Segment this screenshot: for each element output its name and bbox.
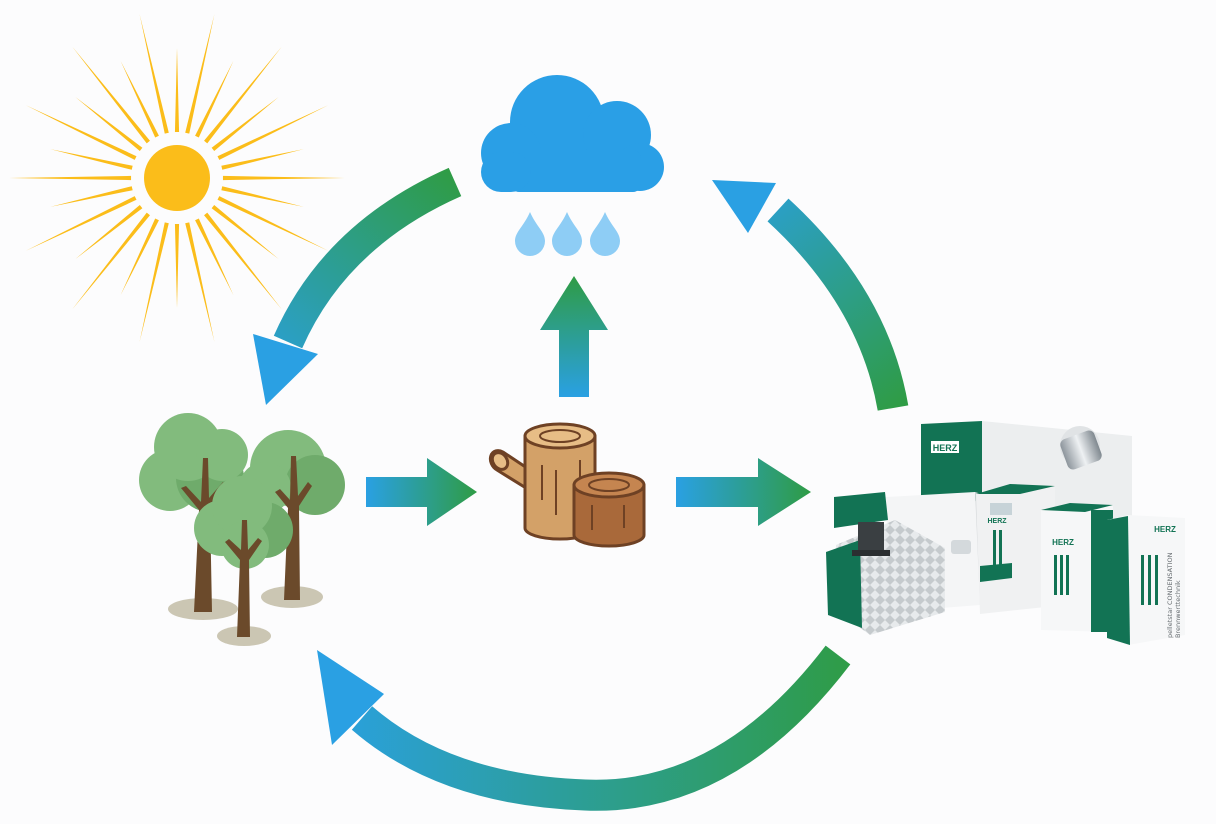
sun-ray [9,175,132,181]
sun-ray [120,218,159,296]
biomass-boilers-image: HERZ HERZ HERZ HERZ pelletstar CON [826,421,1185,645]
arrow-boilers-to-trees [317,645,851,811]
sun-ray [50,149,133,170]
sun-ray [195,60,234,138]
sun-ray [217,196,329,251]
sun-ray [174,48,180,133]
herz-logo-3: HERZ [1052,538,1074,547]
sun-ray [222,175,345,181]
sun-ray [72,46,150,144]
sun-icon [9,14,345,342]
sun-ray [174,223,180,308]
sun-ray [204,46,282,144]
sun-ray [50,186,133,207]
sun-ray [221,186,304,207]
sun-ray [221,149,304,170]
boiler-label-line1: pelletstar CONDENSATION [1166,552,1174,638]
sun-ray [185,14,215,134]
sun-ray [120,60,159,138]
wood-logs-icon [488,422,646,548]
herz-logo: HERZ [933,443,958,453]
sun-ray [185,222,215,342]
sun-ray [204,212,282,310]
sun-ray [195,218,234,296]
arrow-trees-to-logs [366,458,477,526]
sun-ray [25,196,137,251]
sun-ray [211,96,279,151]
herz-logo-4: HERZ [1154,525,1176,534]
sun-ray [217,105,329,160]
arrow-logs-to-boilers [676,458,811,526]
boiler-label-line2: Brennwerttechnik [1174,580,1182,638]
sun-ray [139,14,169,134]
sun-ray [75,96,143,151]
raindrops [515,212,620,256]
sun-ray [72,212,150,310]
rain-cloud-icon [481,75,664,256]
arrow-boilers-to-cloud [712,180,909,411]
sun-ray [211,205,279,260]
flue-pipe [1060,430,1102,470]
sun-ray [139,222,169,342]
herz-logo-2: HERZ [987,518,1007,525]
sun-ray [25,105,137,160]
arrow-cloud-to-trees [253,167,462,405]
sun-ray [75,205,143,260]
trees-icon [139,413,345,646]
arrow-logs-to-cloud [540,276,608,397]
